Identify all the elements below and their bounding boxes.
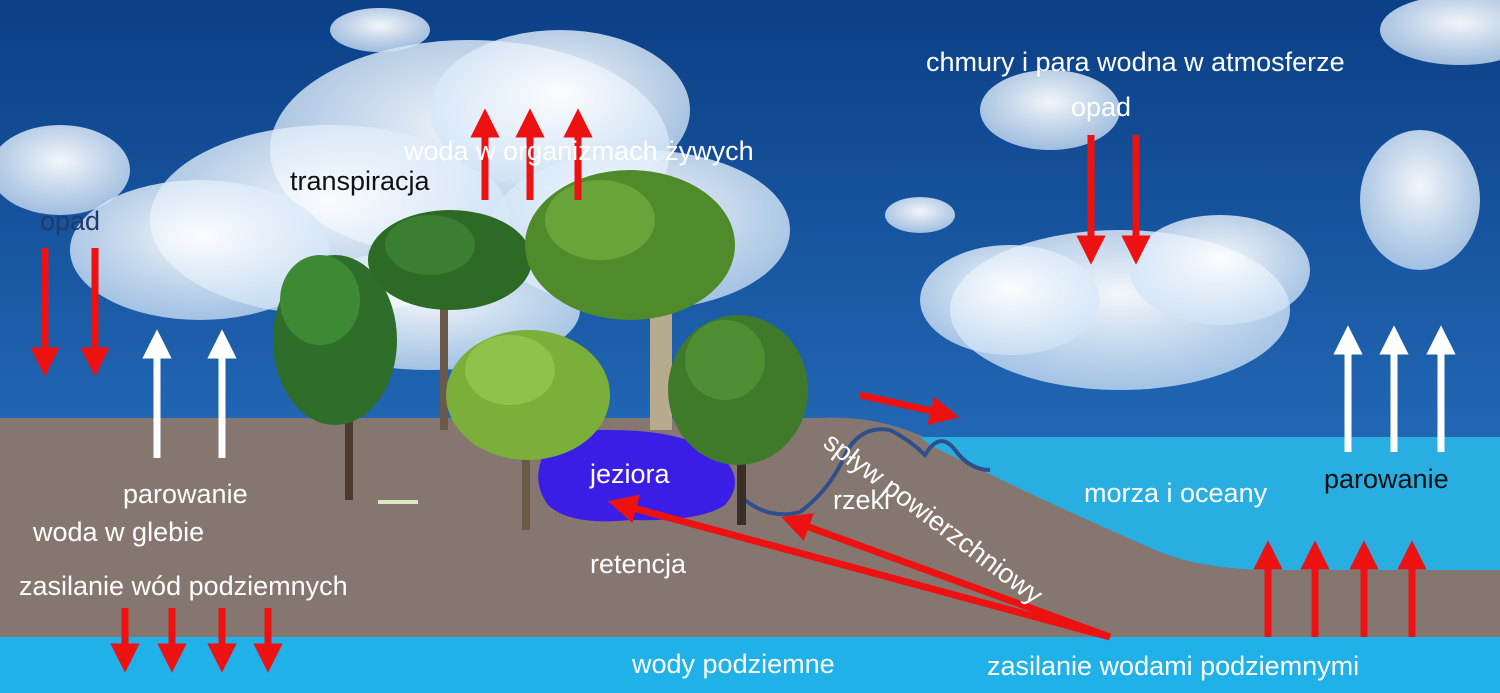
label-retention: retencja [590, 549, 687, 579]
groundwater-layer [0, 637, 1500, 693]
label-transpiration: transpiracja [290, 166, 430, 196]
grass-patch [378, 500, 418, 504]
tree-4 [446, 330, 610, 530]
tree-2 [368, 210, 532, 430]
label-evap-left: parowanie [123, 479, 248, 509]
white-arrows [142, 325, 1456, 458]
label-precip-right: opad [1071, 92, 1132, 122]
label-organisms: woda w organizmach żywych [404, 136, 754, 166]
label-evap-right: parowanie [1324, 464, 1449, 494]
ground [0, 417, 1500, 640]
arrow-runoff [859, 391, 960, 426]
label-seas: morza i oceany [1084, 478, 1268, 508]
tree-1 [273, 255, 397, 500]
label-lakes: jeziora [590, 459, 670, 489]
tree-3 [525, 170, 735, 430]
sea [920, 437, 1500, 570]
red-arrows [30, 108, 1427, 673]
label-precip-left: opad [40, 206, 101, 236]
label-groundwater: wody podziemne [632, 649, 835, 679]
label-soil-water: woda w glebie [33, 517, 205, 547]
trees [273, 170, 808, 530]
label-recharge: zasilanie wód podziemnych [19, 571, 348, 601]
tree-5 [668, 315, 808, 525]
label-gw-feed: zasilanie wodami podziemnymi [987, 651, 1360, 681]
arrow-to-lake [607, 494, 1111, 641]
lake [538, 429, 735, 522]
river [743, 427, 991, 517]
label-clouds: chmury i para wodna w atmosferze [926, 47, 1345, 77]
arrow-to-river [781, 513, 1112, 641]
label-rivers: rzeki [833, 485, 891, 515]
